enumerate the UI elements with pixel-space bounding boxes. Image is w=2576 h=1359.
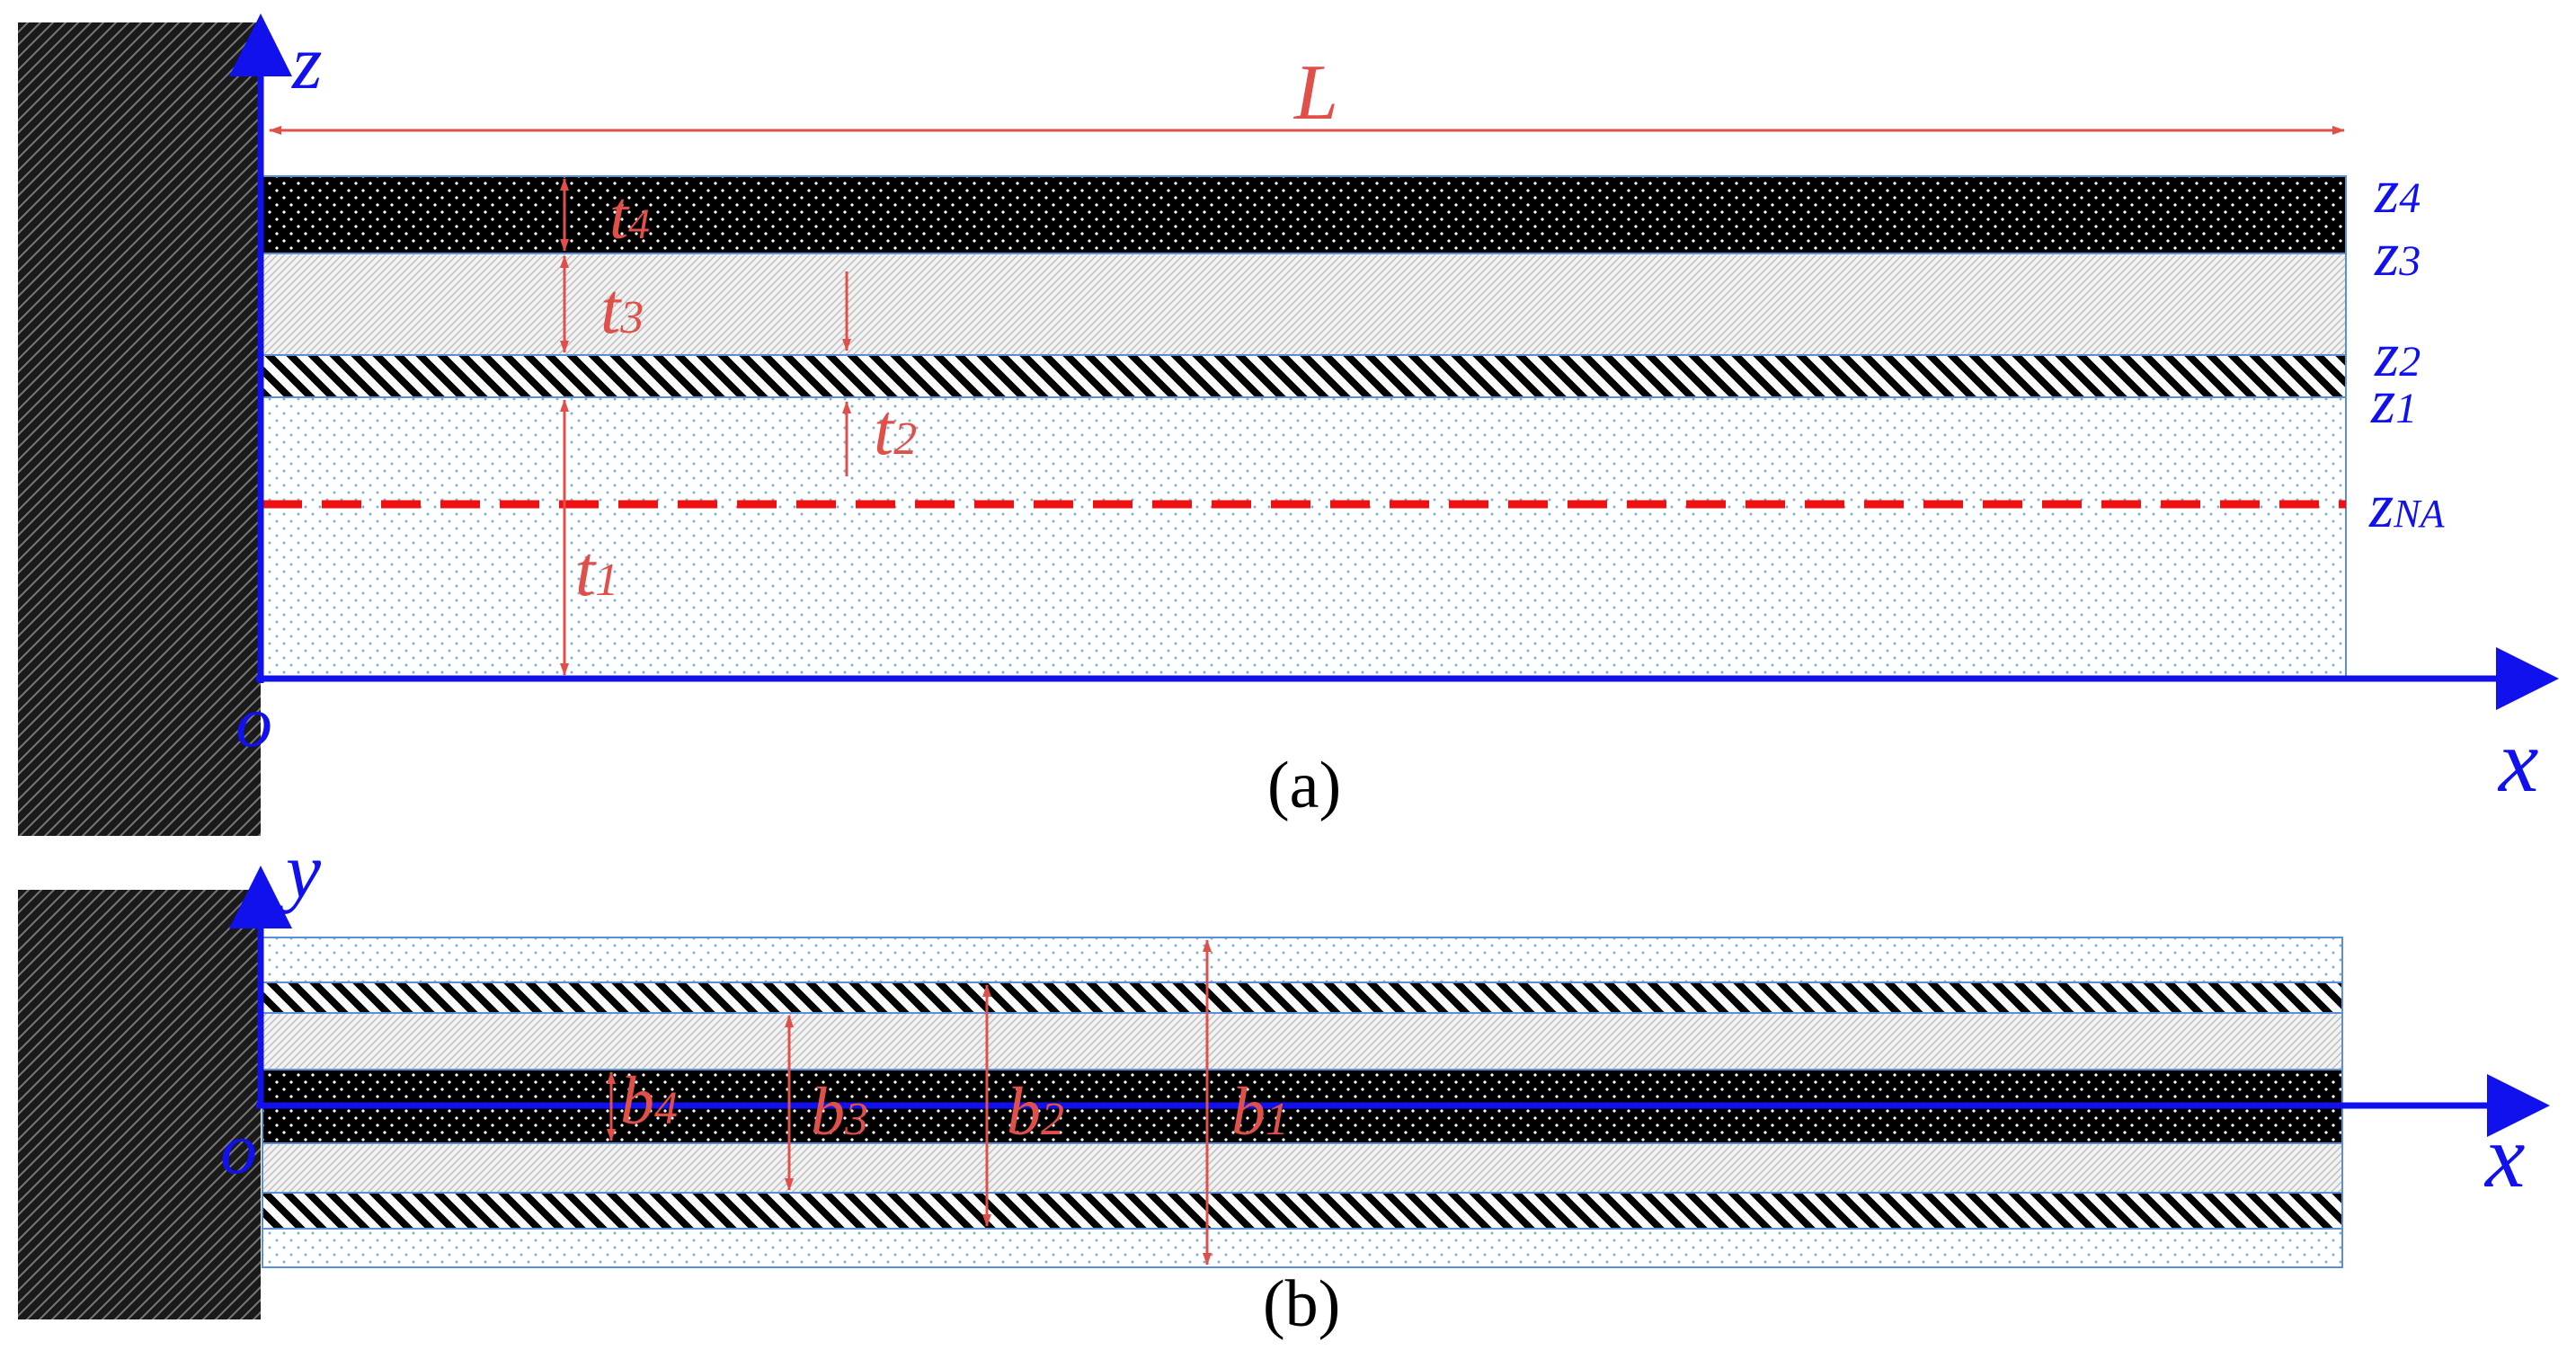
x-axis-label-a: x	[2497, 711, 2538, 811]
z1-label: z1	[2370, 368, 2417, 437]
b1-label: b1	[1231, 1074, 1289, 1150]
t3-label: t3	[600, 270, 644, 349]
z4-label: z4	[2374, 157, 2421, 226]
caption-a: (a)	[1267, 749, 1341, 822]
origin-label-b: o	[220, 1107, 257, 1189]
b3-label: b3	[811, 1074, 868, 1150]
t2-label: t2	[874, 391, 917, 470]
fixed-support-b	[18, 890, 261, 1319]
caption-b: (b)	[1263, 1267, 1340, 1341]
z2-label: z2	[2374, 321, 2421, 390]
z-axis-label: z	[291, 19, 322, 105]
z3-label: z3	[2374, 220, 2421, 289]
x-axis-label-b: x	[2483, 1106, 2525, 1206]
zna-label: zNA	[2368, 472, 2446, 541]
length-label: L	[1292, 49, 1338, 137]
layer-4-side	[262, 175, 2347, 254]
layer-3-side	[262, 253, 2347, 356]
panel-a: z x o L t4 t3 t2 t1 z4 z3 z2 z1 zNA (a)	[18, 13, 2559, 836]
layer-1-side	[262, 396, 2347, 679]
t4-label: t4	[609, 178, 650, 253]
b4-label: b4	[620, 1063, 678, 1139]
fixed-support-a	[18, 22, 261, 836]
b2-label: b2	[1007, 1074, 1064, 1150]
y-axis-label: y	[279, 828, 322, 915]
panel-b: y x o b4 b3 b2 b1 (b)	[18, 828, 2550, 1341]
t1-label: t1	[575, 532, 618, 611]
layer-2-side	[262, 354, 2347, 398]
origin-label-a: o	[235, 680, 272, 762]
